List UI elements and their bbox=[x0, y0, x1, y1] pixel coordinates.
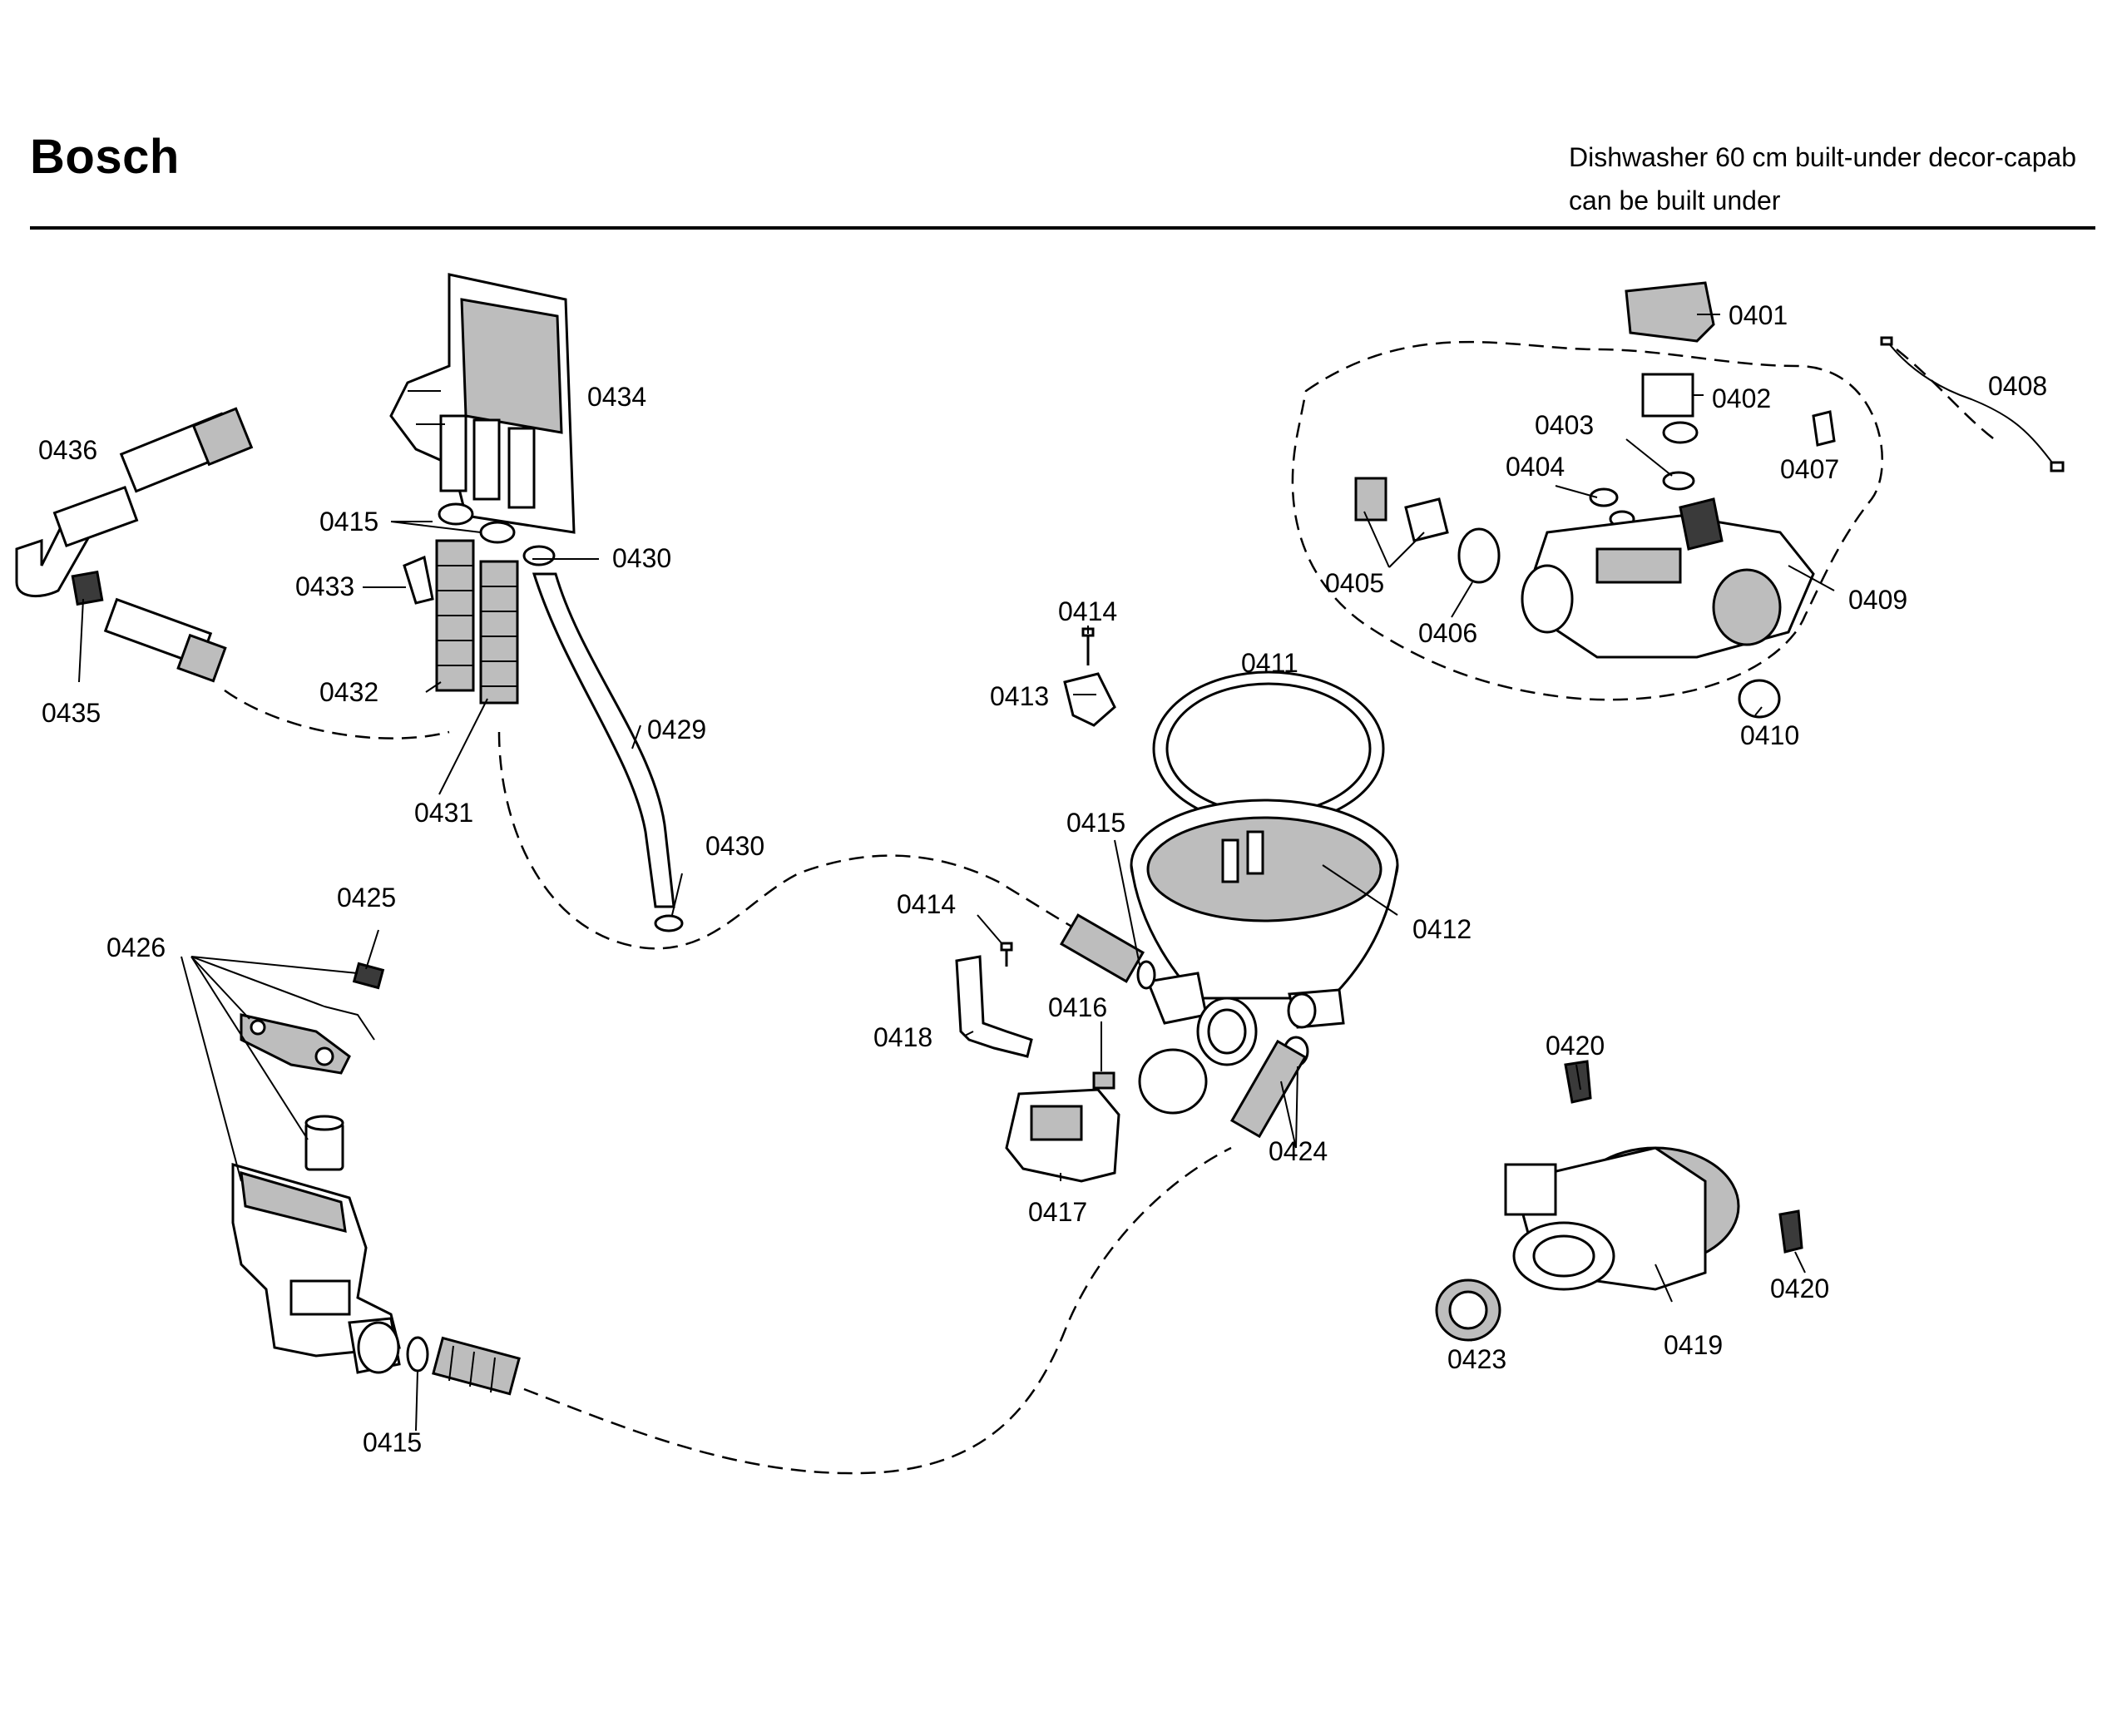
sensor-0405 bbox=[1354, 477, 1449, 542]
callout-0436: 0436 bbox=[38, 435, 97, 465]
gasket-ring-large bbox=[1138, 1048, 1208, 1115]
corrugated-hose-0432 bbox=[435, 539, 475, 692]
leader-lines bbox=[78, 314, 1835, 1432]
reservoir-pipe-2 bbox=[472, 418, 501, 501]
screw-0414-lower bbox=[1000, 942, 1013, 967]
reservoir-part bbox=[389, 273, 576, 534]
seal-0423 bbox=[1435, 1279, 1501, 1342]
callout-0415-bottom: 0415 bbox=[363, 1427, 422, 1457]
bracket-0418 bbox=[955, 955, 1033, 1058]
route-line-sensor bbox=[1896, 349, 1997, 442]
pump-0417 bbox=[1005, 1088, 1120, 1183]
callout-0430-upper: 0430 bbox=[612, 543, 671, 573]
callout-0417: 0417 bbox=[1028, 1197, 1087, 1227]
o-ring-0415-lower bbox=[479, 521, 516, 544]
callout-0420-upper: 0420 bbox=[1546, 1031, 1605, 1061]
callout-0420-right: 0420 bbox=[1770, 1274, 1829, 1303]
callout-0407: 0407 bbox=[1780, 454, 1839, 484]
valve-assembly-0426 bbox=[231, 1163, 401, 1374]
header-divider bbox=[30, 226, 2095, 230]
corrugated-hose-0424 bbox=[1229, 1039, 1308, 1139]
route-line-drain bbox=[523, 1146, 1232, 1475]
route-line-hose-left bbox=[224, 689, 450, 739]
o-ring-0415-upper bbox=[438, 502, 474, 526]
callout-0430-lower: 0430 bbox=[705, 831, 764, 861]
hose-clamp-0430-upper bbox=[522, 545, 556, 566]
o-ring-0404 bbox=[1589, 487, 1619, 507]
gasket-0406 bbox=[1457, 527, 1501, 584]
callout-0404: 0404 bbox=[1506, 452, 1565, 482]
callout-0434: 0434 bbox=[587, 382, 646, 412]
callout-0410: 0410 bbox=[1740, 720, 1799, 750]
callout-0408: 0408 bbox=[1988, 371, 2047, 401]
callout-0402: 0402 bbox=[1712, 383, 1771, 413]
description-line-1: Dishwasher 60 cm built-under decor-capab bbox=[1569, 142, 2077, 172]
callout-0419: 0419 bbox=[1664, 1330, 1723, 1360]
drain-hose-corrugated bbox=[432, 1336, 521, 1396]
hose-connector-lower bbox=[103, 597, 227, 683]
callout-0403: 0403 bbox=[1535, 410, 1594, 440]
clip-0407 bbox=[1812, 410, 1836, 447]
screw-0414-upper bbox=[1081, 627, 1095, 665]
callout-0411: 0411 bbox=[1241, 648, 1298, 678]
callout-0406: 0406 bbox=[1418, 618, 1477, 648]
callout-0413: 0413 bbox=[990, 681, 1049, 711]
callout-0418: 0418 bbox=[873, 1022, 932, 1052]
heater-assembly-outline bbox=[1291, 340, 1883, 701]
callout-0435: 0435 bbox=[42, 698, 101, 728]
o-ring-0403 bbox=[1662, 471, 1695, 491]
callout-0432: 0432 bbox=[319, 677, 378, 707]
circulation-pump-0419 bbox=[1504, 1146, 1740, 1291]
callout-0414-lower: 0414 bbox=[897, 889, 956, 919]
callout-0414-upper: 0414 bbox=[1058, 596, 1117, 626]
callout-0429: 0429 bbox=[647, 715, 706, 744]
reservoir-pipe-1 bbox=[439, 414, 467, 492]
hose-clamp-0430-lower bbox=[654, 914, 684, 932]
inlet-hose-elbow bbox=[15, 407, 254, 598]
callout-0409: 0409 bbox=[1848, 585, 1907, 615]
callout-0424: 0424 bbox=[1269, 1136, 1328, 1166]
sensor-0425 bbox=[352, 962, 385, 990]
hose-clip-part bbox=[71, 570, 104, 606]
spring-wire-part bbox=[324, 1006, 375, 1041]
cup-part bbox=[304, 1115, 344, 1171]
clip-0420-right bbox=[1778, 1209, 1803, 1254]
o-ring-0415-sump bbox=[1136, 960, 1156, 990]
clip-0433 bbox=[403, 555, 434, 605]
callout-0425: 0425 bbox=[337, 883, 396, 913]
callout-0415-sump: 0415 bbox=[1066, 808, 1125, 838]
callout-0412: 0412 bbox=[1412, 914, 1472, 944]
callout-0401: 0401 bbox=[1729, 300, 1788, 330]
sump-seal-0411 bbox=[1152, 670, 1385, 827]
callout-0433: 0433 bbox=[295, 571, 354, 601]
brand-title: Bosch bbox=[30, 130, 180, 184]
callout-0426: 0426 bbox=[106, 932, 166, 962]
corrugated-hose-0415 bbox=[1059, 913, 1145, 983]
callout-0415-upper: 0415 bbox=[319, 507, 378, 537]
route-line-hose-center bbox=[497, 731, 1082, 950]
model-description: Dishwasher 60 cm built-under decor-capab… bbox=[1569, 136, 2110, 222]
sump-housing-0412 bbox=[1130, 799, 1399, 1066]
corrugated-hose-0431 bbox=[479, 560, 519, 705]
connector-0402 bbox=[1641, 373, 1699, 444]
hose-clamp-0410 bbox=[1738, 679, 1781, 719]
lever-part bbox=[240, 1013, 351, 1075]
clip-0420-upper bbox=[1564, 1060, 1592, 1104]
connector-0401 bbox=[1625, 281, 1715, 343]
o-ring-0415-bottom bbox=[406, 1336, 429, 1372]
sensor-wire-0408 bbox=[1880, 336, 2065, 472]
callout-0431: 0431 bbox=[414, 798, 473, 828]
callout-0416: 0416 bbox=[1048, 992, 1107, 1022]
callout-0423: 0423 bbox=[1447, 1344, 1506, 1374]
heater-pump-0409 bbox=[1521, 497, 1815, 659]
bracket-0413 bbox=[1063, 672, 1116, 727]
reservoir-pipe-3 bbox=[507, 427, 536, 509]
valve-0416 bbox=[1092, 1071, 1115, 1090]
description-line-2: can be built under bbox=[1569, 185, 1781, 215]
callout-0405: 0405 bbox=[1325, 568, 1384, 598]
